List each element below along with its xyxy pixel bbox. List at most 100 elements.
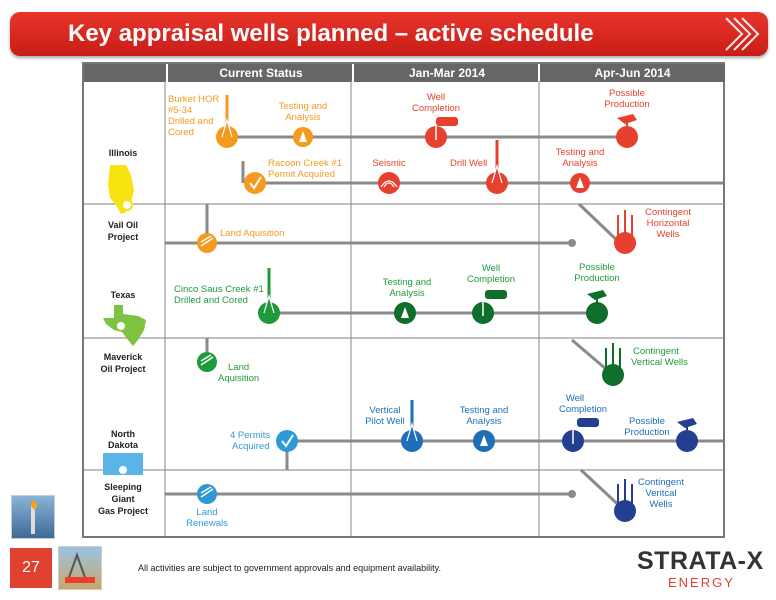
burket-label-3: Drilled and — [168, 116, 213, 127]
nd-possible-label: Possible — [629, 416, 665, 427]
nd-permits-node — [276, 430, 298, 452]
grid-lines — [84, 81, 723, 536]
il-testing2-label-2: Analysis — [562, 158, 598, 169]
burket-label: Burket HOR — [168, 94, 219, 105]
cinco-label-2: Drilled and Cored — [174, 295, 248, 306]
tx-land-node — [197, 352, 217, 372]
tx-testing-label: Testing and — [383, 277, 432, 288]
tx-land-label-2: Aquisition — [218, 373, 259, 384]
location-pin-icon — [121, 199, 133, 211]
tx-well-completion-node — [472, 290, 507, 324]
nd-testing-label: Testing and — [460, 405, 509, 416]
north-dakota-map-icon — [103, 453, 143, 475]
nd-vertical-label: Vertical — [369, 405, 400, 416]
nd-wellcomp-label: Well — [566, 393, 584, 404]
nd-contingent-label: Contingent — [638, 477, 684, 488]
tx-contingent-label: Contingent — [633, 346, 679, 357]
page-title: Key appraisal wells planned – active sch… — [68, 20, 594, 47]
nd-testing-node — [473, 430, 495, 452]
drilling-rig-photo-thumbnail — [58, 546, 102, 590]
tx-possible-production-node — [586, 290, 608, 324]
illinois-project-label: Vail Oil — [108, 220, 138, 230]
il-possible-label-2: Production — [604, 99, 649, 110]
il-seismic-node — [378, 172, 400, 194]
header-blank — [84, 64, 166, 82]
illinois-state-label: Illinois — [109, 148, 138, 158]
nd-wellcomp-label-2: Completion — [559, 404, 607, 415]
cinco-well-node — [258, 268, 280, 324]
il-possible-production-node — [616, 114, 638, 148]
il-testing-label: Testing and — [279, 101, 328, 112]
disclaimer-footnote: All activities are subject to government… — [138, 563, 441, 573]
nd-project-label-2: Giant — [111, 494, 134, 504]
texas-state-label: Texas — [111, 290, 136, 300]
nd-contingent-label-2: Veritcal — [645, 488, 676, 499]
il-testing2-node — [570, 173, 590, 193]
il-land-label: Land Aquisition — [220, 228, 284, 239]
location-pin-icon — [119, 466, 127, 474]
il-contingent-label-2: Horizontal — [647, 218, 690, 229]
location-pin-icon — [117, 322, 125, 330]
chevron-decoration-icon — [725, 17, 760, 51]
racoon-label: Racoon Creek #1 — [268, 158, 342, 169]
tx-possible-label-2: Production — [574, 273, 619, 284]
il-drill-label: Drill Well — [450, 158, 487, 169]
il-wellcomp-label-2: Completion — [412, 103, 460, 114]
header-jan-mar: Jan-Mar 2014 — [352, 64, 540, 82]
il-testing2-label: Testing and — [556, 147, 605, 158]
nd-possible-label-2: Production — [624, 427, 669, 438]
il-testing-node — [293, 127, 313, 147]
texas-project-label-2: Oil Project — [100, 364, 145, 374]
company-logo-text: STRATA-X — [637, 547, 764, 575]
header-apr-jun: Apr-Jun 2014 — [538, 64, 725, 82]
il-wellcomp-label: Well — [427, 92, 445, 103]
nd-contingent-label-3: Wells — [649, 499, 672, 510]
title-banner: Key appraisal wells planned – active sch… — [10, 12, 768, 56]
il-drill-well-node — [486, 140, 508, 194]
il-contingent-label-3: Wells — [656, 229, 679, 240]
nd-vertical-label-2: Pilot Well — [365, 416, 404, 427]
nd-well-completion-node — [562, 418, 599, 452]
il-testing-label-2: Analysis — [285, 112, 321, 123]
illinois-project-label-2: Project — [108, 232, 139, 242]
nd-permits-label-2: Acquired — [232, 441, 270, 452]
tx-wellcomp-label: Well — [482, 263, 500, 274]
cinco-label: Cinco Saus Creek #1 — [174, 284, 264, 295]
tx-wellcomp-label-2: Completion — [467, 274, 515, 285]
tx-testing-label-2: Analysis — [389, 288, 425, 299]
tx-land-label: Land — [228, 362, 249, 373]
nd-contingent-wells-node — [614, 479, 636, 522]
nd-state-label: North — [111, 429, 135, 439]
timeline-connectors — [165, 135, 723, 513]
texas-project-label: Maverick — [104, 352, 144, 362]
nd-land-node — [197, 484, 217, 504]
burket-label-4: Cored — [168, 127, 194, 138]
line-end-dot — [568, 490, 576, 498]
il-well-completion-node — [425, 117, 458, 148]
burket-well-node — [216, 95, 238, 148]
racoon-permit-node — [244, 172, 266, 194]
nd-state-label-2: Dakota — [108, 440, 139, 450]
tx-contingent-wells-node — [602, 343, 624, 386]
nd-vertical-pilot-node — [401, 400, 423, 452]
nd-project-label-3: Gas Project — [98, 506, 148, 516]
page-number: 27 — [10, 548, 52, 588]
nd-land-label-2: Renewals — [186, 518, 228, 529]
il-possible-label: Possible — [609, 88, 645, 99]
il-seismic-label: Seismic — [372, 158, 406, 169]
nd-testing-label-2: Analysis — [466, 416, 502, 427]
il-land-node — [197, 233, 217, 253]
header-current-status: Current Status — [166, 64, 354, 82]
tx-contingent-label-2: Vertical Wells — [631, 357, 688, 368]
tx-testing-node — [394, 302, 416, 324]
racoon-label-2: Permit Acquired — [268, 169, 335, 180]
tx-possible-label: Possible — [579, 262, 615, 273]
il-contingent-label: Contingent — [645, 207, 691, 218]
nd-possible-production-node — [676, 418, 698, 452]
company-logo-subtext: ENERGY — [668, 575, 735, 590]
nd-permits-label: 4 Permits — [230, 430, 270, 441]
line-end-dot — [568, 239, 576, 247]
flare-photo-thumbnail — [11, 495, 55, 539]
il-contingent-wells-node — [614, 210, 636, 254]
